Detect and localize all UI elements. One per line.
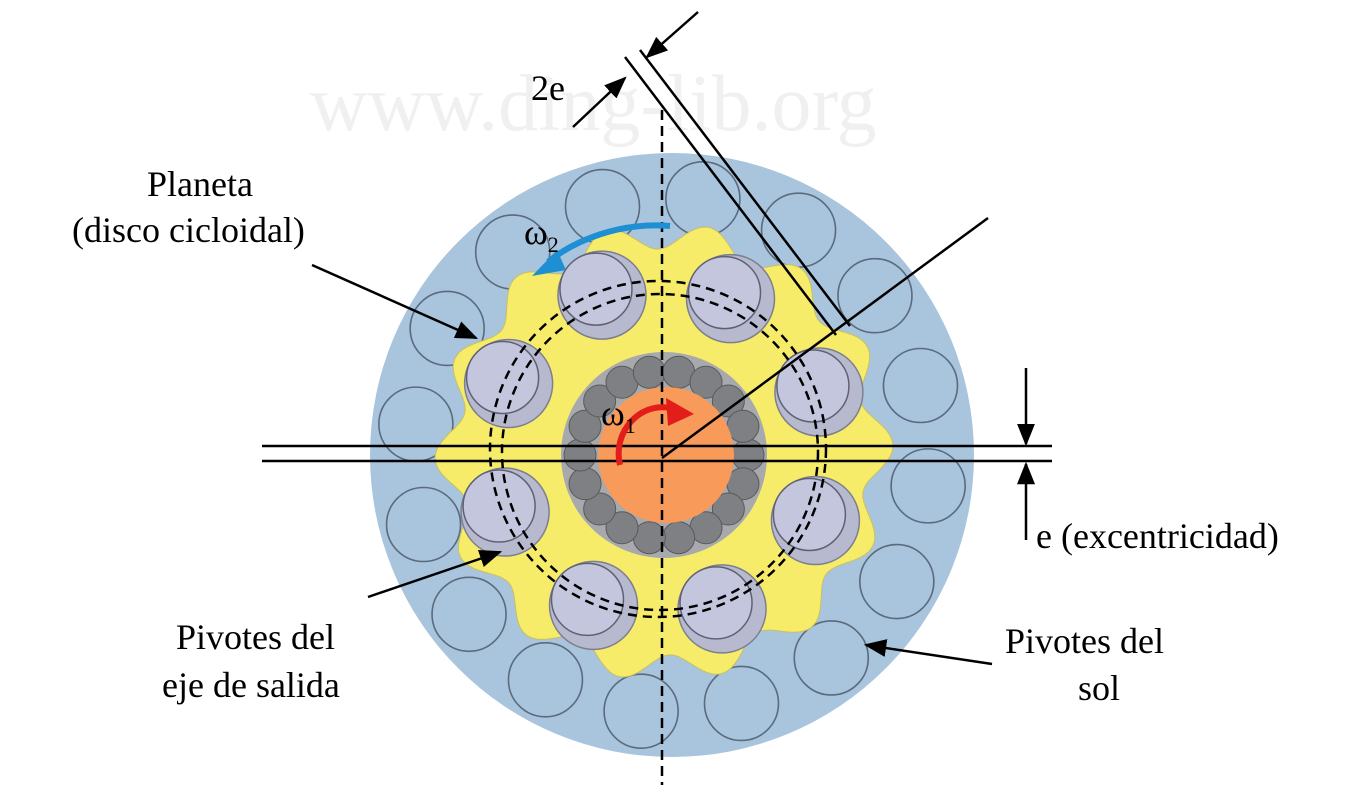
output-pin <box>559 252 633 326</box>
planet-label-line1: Planeta <box>147 164 253 204</box>
bearing-roller <box>632 355 666 389</box>
sun-pin <box>507 642 584 718</box>
omega1-rotation-arrow <box>615 404 671 466</box>
sun-pin <box>703 665 780 742</box>
sun-pins-label-line1: Pivotes del <box>1005 621 1164 661</box>
output-pin <box>550 562 625 637</box>
output-pin <box>465 340 540 415</box>
pitch-circle-dashed-2 <box>500 292 820 612</box>
output-pins-label-line2: eje de salida <box>162 665 340 705</box>
sun-pin <box>793 620 870 696</box>
planet-leader-arrow <box>311 263 479 340</box>
diagonal-line-center <box>661 216 989 460</box>
two-e-arrow-upper <box>645 11 699 59</box>
two-e-label: 2e <box>531 68 565 108</box>
output-pin <box>687 255 762 330</box>
sun-pins-leader-arrow <box>863 639 993 666</box>
output-pin <box>772 477 847 552</box>
sun-pin <box>385 486 462 563</box>
bearing-roller <box>711 384 745 418</box>
planet-label-line2: (disco cicloidal) <box>72 210 305 250</box>
sun-pin <box>603 673 679 749</box>
sun-pin <box>859 543 935 620</box>
pitch-circle-dashed-1 <box>488 279 828 619</box>
bearing-roller <box>689 365 723 399</box>
output-pins-group <box>460 250 864 654</box>
omega2-label: ω2 <box>524 212 559 257</box>
omega1-arrow-head <box>666 398 694 426</box>
bearing-roller <box>662 521 696 555</box>
omega1-label: ω1 <box>601 393 636 438</box>
watermark-text: www.ding-lib.org <box>310 60 877 148</box>
output-pins-leader-arrow <box>367 550 503 599</box>
sun-pin <box>409 290 485 367</box>
omega1-symbol: ω <box>601 393 625 433</box>
diagonal-line-2e-right <box>639 49 851 327</box>
bearing-roller <box>568 467 602 501</box>
output-pin <box>679 566 753 640</box>
bearing-roller <box>605 511 639 545</box>
bearing-roller <box>726 409 760 443</box>
omega2-symbol: ω <box>524 212 548 252</box>
sun-pin <box>890 448 966 524</box>
sun-pin <box>882 347 959 424</box>
bearing-roller <box>583 384 617 418</box>
sun-pin <box>431 576 507 653</box>
bearing-rollers-group <box>563 355 765 555</box>
bearing-roller <box>568 409 602 443</box>
sun-pins-label-line2: sol <box>1078 668 1120 708</box>
bearing-roller <box>731 438 765 472</box>
omega2-subscript: 2 <box>548 232 559 257</box>
bearing-roller <box>563 438 597 472</box>
sun-pin <box>837 257 913 334</box>
output-pins-label-line1: Pivotes del <box>176 617 335 657</box>
omega2-arrow-head <box>532 250 566 276</box>
bearing-roller <box>711 492 745 526</box>
two-e-arrow-lower <box>572 76 627 128</box>
diagonal-line-2e-left <box>624 56 837 336</box>
bearing-roller <box>583 492 617 526</box>
eccentricity-label: e (excentricidad) <box>1036 516 1279 556</box>
omega1-subscript: 1 <box>625 413 636 438</box>
